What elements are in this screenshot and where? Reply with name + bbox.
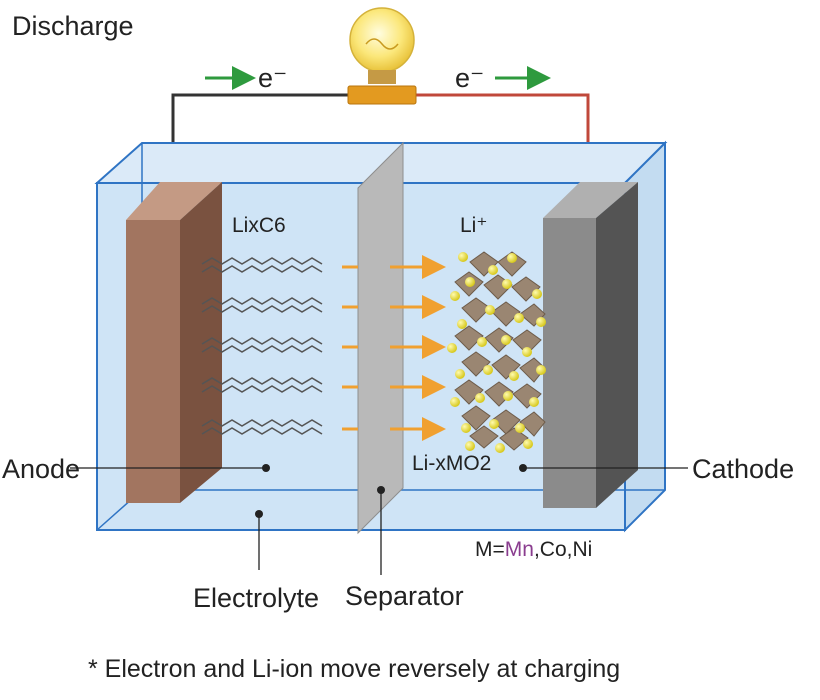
anode-electrode (126, 182, 222, 503)
graphite-layer (201, 377, 323, 393)
electron-flow-right: e⁻ (455, 63, 551, 93)
graphite-layer (201, 419, 323, 435)
callout-lines (70, 467, 688, 575)
metal-oxide-crystal (447, 251, 546, 453)
electrolyte-label: Electrolyte (193, 583, 319, 613)
cathode-callout-dot (519, 464, 527, 472)
metal-formula: M=Mn,Co,Ni (475, 538, 592, 561)
anode-callout-dot (262, 464, 270, 472)
lithium-ions (447, 252, 546, 453)
electron-flow-left: e⁻ (205, 63, 287, 93)
graphite-layer (201, 297, 323, 313)
li-ion-label: Li⁺ (460, 214, 487, 237)
light-bulb-icon (347, 7, 417, 105)
metal-formula-mn: Mn (505, 538, 534, 561)
separator-membrane (357, 141, 404, 535)
cathode-label: Cathode (692, 454, 794, 484)
electrolyte-callout-dot (255, 510, 263, 518)
charging-footnote: * Electron and Li-ion move reversely at … (88, 655, 620, 683)
anode-material-label: LixC6 (232, 214, 286, 237)
electron-label-left: e⁻ (258, 63, 287, 93)
graphite-layer (201, 337, 323, 353)
separator-label: Separator (345, 581, 464, 611)
cathode-material-label: Li-xMO2 (412, 452, 491, 475)
electron-label-right: e⁻ (455, 63, 484, 93)
metal-formula-rest: ,Co,Ni (534, 538, 592, 561)
separator-callout-dot (377, 486, 385, 494)
cathode-electrode (543, 182, 638, 508)
discharge-title: Discharge (12, 11, 134, 41)
metal-formula-prefix: M= (475, 538, 505, 561)
ion-flow-arrows (342, 255, 446, 441)
anode-label: Anode (2, 454, 80, 484)
graphite-layer (201, 257, 323, 273)
graphite-layers (201, 257, 323, 435)
